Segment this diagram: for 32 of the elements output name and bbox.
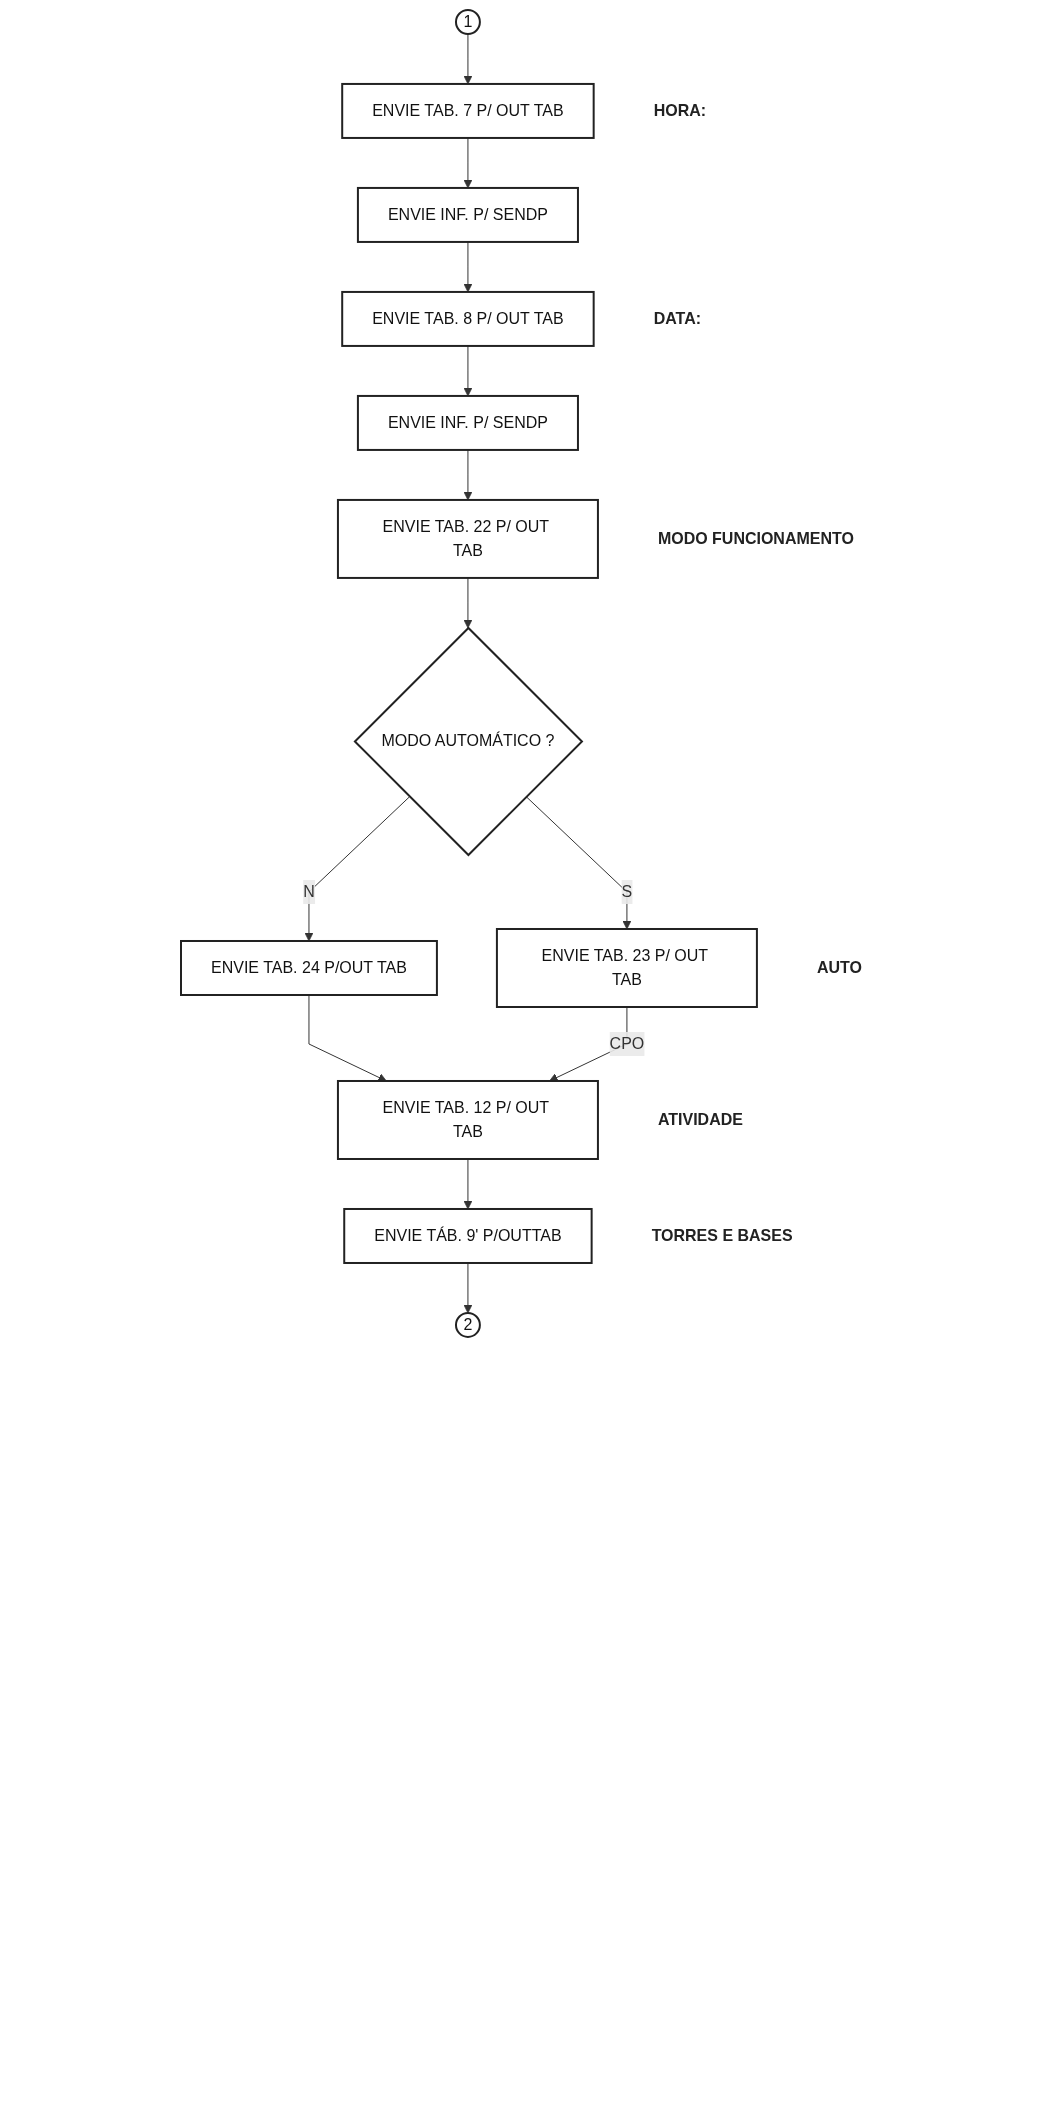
side-note: TORRES E BASES <box>651 1227 793 1244</box>
arrow <box>463 1158 473 1210</box>
edge-label: N <box>303 883 315 900</box>
arrow <box>463 241 473 293</box>
node-box: ENVIE INF. P/ SENDP <box>356 186 579 243</box>
side-note: ATIVIDADE <box>657 1111 743 1128</box>
node-circle: 2 <box>455 1312 481 1338</box>
side-note: DATA: <box>653 309 702 327</box>
arrow <box>463 449 473 501</box>
edge-label: S <box>621 883 633 900</box>
node-circle: 1 <box>455 9 481 35</box>
node-box: ENVIE TAB. 23 P/ OUT TAB <box>495 928 758 1008</box>
node-box: ENVIE TAB. 7 P/ OUT TAB <box>341 82 595 139</box>
arrow <box>463 345 473 397</box>
node-box: ENVIE TAB. 12 P/ OUT TAB <box>336 1080 599 1160</box>
arrow <box>463 137 473 189</box>
arrow <box>463 1262 473 1314</box>
node-box: ENVIE INF. P/ SENDP <box>356 394 579 451</box>
node-box: ENVIE TAB. 8 P/ OUT TAB <box>341 290 595 347</box>
node-box: ENVIE TAB. 24 P/OUT TAB <box>180 940 438 996</box>
arrow <box>304 796 411 942</box>
node-box: ENVIE TÁB. 9' P/OUTTAB <box>343 1208 593 1264</box>
node-box: ENVIE TAB. 22 P/ OUT TAB <box>336 498 599 579</box>
arrow <box>463 33 473 85</box>
arrow <box>308 994 387 1082</box>
side-note: HORA: <box>653 101 707 119</box>
arrow <box>525 796 632 930</box>
edge-label: CPO <box>609 1034 645 1052</box>
side-note: MODO FUNCIONAMENTO <box>657 529 854 547</box>
side-note: AUTO <box>816 959 862 976</box>
node-diamond: MODO AUTOMÁTICO ? <box>353 626 584 857</box>
arrow <box>463 577 473 629</box>
